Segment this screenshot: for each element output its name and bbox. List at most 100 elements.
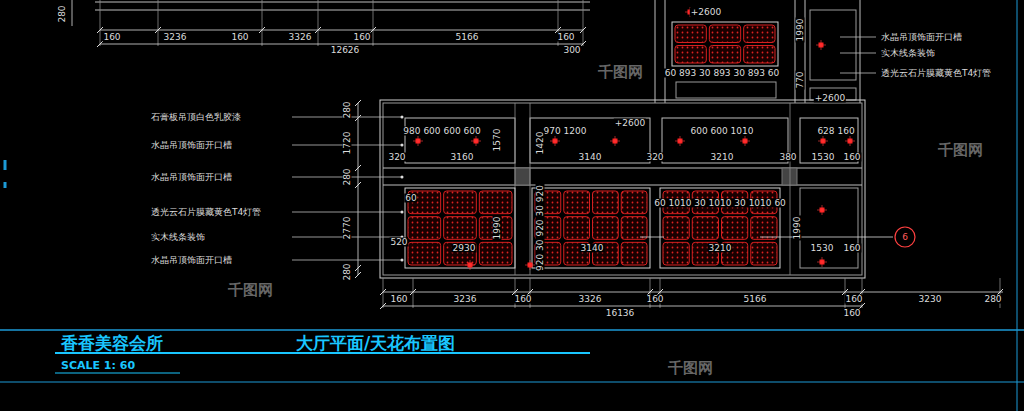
dimension-text: 60 1010 30 1010 30 1010 60 <box>653 199 787 208</box>
drawing-rect <box>800 188 858 268</box>
dim-tick <box>97 41 103 47</box>
material-note: 透光云石片膜藏黄色T4灯管 <box>880 69 992 78</box>
dimension-text: 1530 <box>811 153 836 162</box>
drawing-line <box>530 103 531 275</box>
extension-line <box>373 0 374 46</box>
material-note: 水晶吊顶饰面开口槽 <box>150 256 233 265</box>
section-circle-outline <box>895 227 915 247</box>
dim-tick <box>355 100 361 106</box>
dimension-text: 1990 <box>493 216 502 241</box>
light-cross <box>823 136 824 146</box>
dimension-text: 2930 <box>452 244 477 253</box>
backlit-panel <box>675 46 706 64</box>
light-cross <box>850 136 851 146</box>
dimension-text: 920 30 920 30 920 <box>536 184 545 272</box>
material-note: 实木线条装饰 <box>150 233 206 242</box>
dimension-text: 3210 <box>710 153 735 162</box>
light-cross <box>680 136 681 146</box>
watermark: 千图网 <box>937 143 984 158</box>
title-border <box>0 329 1024 331</box>
dimension-text: 160 <box>842 309 861 318</box>
backlit-panel <box>675 25 706 43</box>
dimension-text: 1720 <box>343 131 352 156</box>
dimension-text: 160 <box>645 295 664 304</box>
dimension-text: 320 <box>645 153 664 162</box>
dimension-text: 300 <box>562 46 581 55</box>
light-cross <box>745 136 746 146</box>
backlit-panel <box>564 217 590 240</box>
dimension-text: 980 600 600 600 <box>402 127 481 136</box>
dimension-text: 160 <box>513 295 532 304</box>
dimension-text: 3230 <box>918 295 943 304</box>
dim-tick <box>355 265 361 271</box>
light-cross <box>418 136 419 146</box>
leader-dot <box>401 176 404 179</box>
dimension-text: 5166 <box>455 33 480 42</box>
dimension-text: 3140 <box>578 153 603 162</box>
dimension-text: 280 <box>58 4 67 23</box>
dimension-text: 628 160 <box>816 127 855 136</box>
backlit-panel <box>479 191 512 214</box>
dimension-text: 520 <box>389 238 408 247</box>
backlit-panel <box>408 217 441 240</box>
drawing-line <box>655 0 656 103</box>
dimension-text: 5166 <box>743 295 768 304</box>
dim-tick <box>355 165 361 171</box>
dimension-line <box>100 44 583 45</box>
dimension-text: 3160 <box>450 153 475 162</box>
dimension-text: 280 <box>983 295 1002 304</box>
light-cross <box>821 40 822 50</box>
panel-frame <box>672 22 778 66</box>
panel-frame <box>405 188 515 268</box>
leader-dot <box>401 144 404 147</box>
dimension-text: 1570 <box>493 128 502 153</box>
title-underline <box>55 352 590 354</box>
sheet-mark <box>4 182 7 188</box>
dimension-text: 160 <box>556 33 575 42</box>
dimension-text: 160 <box>102 33 121 42</box>
dimension-text: 600 600 1010 <box>690 127 755 136</box>
light-cross <box>615 136 616 146</box>
drawing-line <box>860 0 861 103</box>
drawing-line <box>95 10 590 11</box>
dimension-line <box>383 292 1003 293</box>
backlit-panel <box>621 217 647 240</box>
dimension-text: 380 <box>778 153 797 162</box>
dimension-text: 280 <box>343 100 352 119</box>
dimension-text: 160 <box>389 295 408 304</box>
light-cross <box>822 205 823 215</box>
dimension-text: 60 893 30 893 30 893 60 <box>664 69 781 78</box>
light-cross <box>530 260 531 270</box>
sheet-border <box>1017 0 1018 411</box>
leader-line <box>292 260 402 261</box>
dimension-text: 160 <box>230 33 249 42</box>
backlit-panel <box>621 191 647 214</box>
dim-tick <box>355 182 361 188</box>
scale-underline <box>55 373 180 374</box>
extension-line <box>318 0 319 46</box>
dimension-text: 12626 <box>330 46 361 55</box>
drawing-rect <box>662 118 788 163</box>
plan-outline <box>380 100 865 278</box>
plan-outline <box>383 103 862 275</box>
dimension-text: 1420 <box>536 131 545 156</box>
dimension-text: 160 <box>352 33 371 42</box>
backlit-panel <box>444 242 477 265</box>
light-cross <box>822 257 823 267</box>
backlit-panel <box>709 46 740 64</box>
backlit-panel <box>751 217 777 240</box>
backlit-panel <box>593 217 619 240</box>
dimension-text: 3236 <box>163 33 188 42</box>
backlit-panel <box>444 191 477 214</box>
material-note: 实木线条装饰 <box>880 49 936 58</box>
dimension-text: 1530 <box>810 244 835 253</box>
dimension-text: 970 1200 <box>543 127 588 136</box>
dimension-text: +2600 <box>814 94 846 103</box>
dimension-text: 16136 <box>605 309 636 318</box>
light-cross <box>476 136 477 146</box>
project-name: 香香美容会所 <box>60 335 164 352</box>
extension-line <box>262 0 263 46</box>
watermark: 千图网 <box>227 283 274 298</box>
drawing-line <box>95 2 590 3</box>
dimension-text: 280 <box>343 167 352 186</box>
